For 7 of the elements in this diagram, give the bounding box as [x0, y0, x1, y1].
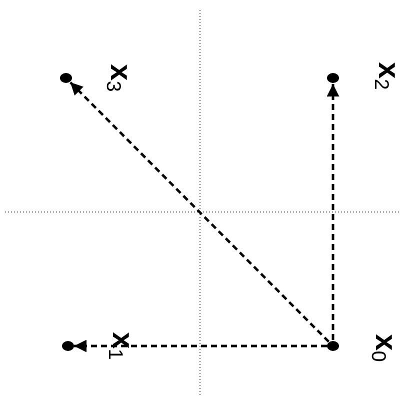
- point-dot: [62, 341, 74, 351]
- dashed-arrow: [69, 81, 330, 343]
- point-dot: [60, 73, 72, 83]
- dashed-arrow: [326, 84, 340, 340]
- point-dot: [327, 73, 339, 83]
- dashed-arrow: [74, 340, 327, 352]
- point-dot: [327, 341, 339, 351]
